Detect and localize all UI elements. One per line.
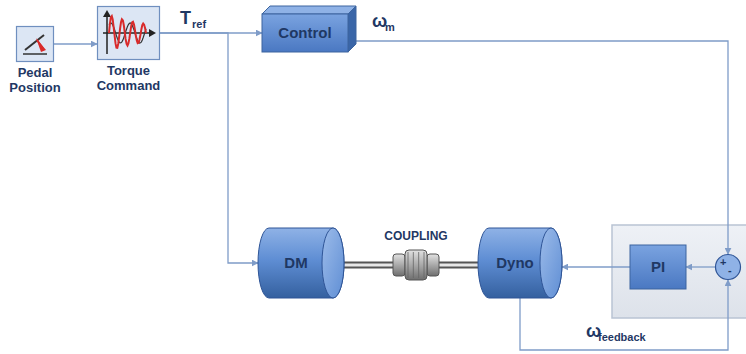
node-label: DM <box>284 254 307 271</box>
node-label: Torque Command <box>89 64 169 94</box>
pi-controller-box: PI <box>630 245 686 289</box>
signal-connector <box>160 33 258 263</box>
signal-subscript: ref <box>192 19 206 30</box>
signal-connector <box>686 267 715 268</box>
shaft-line <box>439 265 478 266</box>
signal-subscript: feedback <box>598 332 646 343</box>
pedal-icon-box: Pedal Position <box>16 26 54 62</box>
node-label: COUPLING <box>384 230 447 244</box>
signal-connector <box>54 44 97 45</box>
signal-connector <box>562 267 630 268</box>
signal-name: ω <box>372 12 387 30</box>
torque-outline <box>97 6 160 60</box>
shaft-line <box>344 265 393 266</box>
coupling-outline <box>393 250 439 280</box>
sign-label: + <box>720 257 726 268</box>
dyno-cylinder: Dyno <box>478 228 562 298</box>
shaft-coupling: COUPLING <box>393 250 439 280</box>
node-label: PI <box>651 258 665 275</box>
signal-connector <box>356 41 728 254</box>
signal-name: T <box>180 9 191 27</box>
control-block: Control <box>262 14 348 52</box>
signal-subscript: m <box>385 22 395 33</box>
controller-panel <box>612 225 746 318</box>
node-label: Pedal Position <box>4 66 66 96</box>
summing-junction: +- <box>715 254 741 280</box>
node-label: Control <box>278 24 331 41</box>
sign-label: - <box>728 265 732 276</box>
drive-motor-cylinder: DM <box>258 228 344 298</box>
pedal-outline <box>16 26 54 62</box>
node-label: Dyno <box>496 254 534 271</box>
torque-icon-box: Torque Command <box>97 6 160 60</box>
